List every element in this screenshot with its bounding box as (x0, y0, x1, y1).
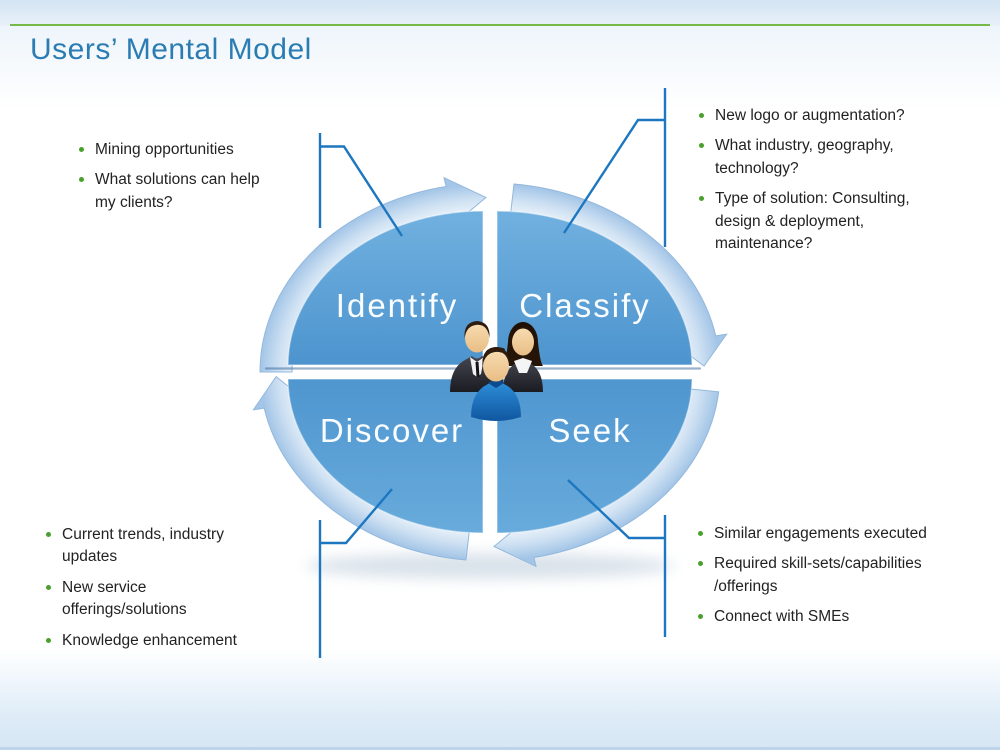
connector-bottom-right (567, 479, 667, 637)
list-item: Mining opportunities (79, 139, 264, 161)
bullet-icon (79, 147, 84, 152)
connector-top-right (562, 88, 667, 247)
list-item: Connect with SMEs (698, 606, 960, 628)
label-classify: Classify (519, 287, 651, 324)
list-item: Current trends, industry updates (46, 524, 246, 569)
callout-text: Required skill-sets/capabilities /offeri… (714, 555, 922, 595)
quadrant-discover (287, 378, 484, 534)
callout-bottom-right: Similar engagements executed Required sk… (698, 523, 960, 637)
callout-text: New service offerings/solutions (62, 578, 187, 619)
callout-bottom-left: Current trends, industry updates New ser… (46, 524, 246, 660)
label-seek: Seek (548, 412, 631, 449)
list-item: New service offerings/solutions (46, 577, 246, 622)
page-title: Users’ Mental Model (30, 33, 312, 66)
list-item: What solutions can help my clients? (79, 169, 264, 214)
person-woman-icon (503, 322, 543, 392)
footer-gradient-band (0, 650, 1000, 750)
bullet-icon (46, 532, 51, 537)
bullet-icon (699, 113, 704, 118)
bullet-icon (698, 561, 703, 567)
header-fade (0, 26, 1000, 111)
list-item: Type of solution: Consulting, design & d… (699, 188, 947, 255)
connector-top-left (318, 133, 404, 237)
bullet-icon (699, 143, 704, 149)
quadrant-labels: Identify Classify Discover Seek (320, 287, 651, 449)
bullet-icon (79, 177, 84, 183)
callout-text: Knowledge enhancement (62, 631, 237, 649)
header-divider-line (10, 24, 990, 26)
list-item: What industry, geography, technology? (699, 135, 947, 180)
quadrant-seek (496, 378, 693, 534)
callout-text: What solutions can help my clients? (95, 171, 260, 211)
list-item: Similar engagements executed (698, 523, 960, 545)
footer-edge-line (0, 747, 1000, 750)
list-item: Knowledge enhancement (46, 630, 246, 652)
bullet-icon (699, 196, 704, 202)
callout-top-left: Mining opportunities What solutions can … (79, 139, 264, 222)
bullet-icon (46, 637, 51, 643)
diagram-shadow (305, 553, 675, 579)
bullet-icon (698, 531, 703, 536)
bullet-icon (698, 614, 703, 620)
person-front-icon (471, 347, 521, 421)
callout-text: Mining opportunities (95, 141, 234, 158)
list-item: Required skill-sets/capabilities /offeri… (698, 553, 960, 598)
list-item: New logo or augmentation? (699, 105, 947, 127)
callout-text: New logo or augmentation? (715, 107, 905, 124)
callout-top-right: New logo or augmentation? What industry,… (699, 105, 947, 264)
quadrants (287, 210, 693, 534)
callout-text: Similar engagements executed (714, 525, 927, 542)
callout-text: Current trends, industry updates (62, 526, 224, 566)
callout-connectors (318, 88, 667, 658)
callout-text: Type of solution: Consulting, design & d… (715, 190, 910, 253)
callout-text: Connect with SMEs (714, 608, 850, 626)
callout-text: What industry, geography, technology? (715, 137, 894, 177)
bullet-icon (46, 584, 51, 590)
label-discover: Discover (320, 412, 464, 449)
people-group-icon (450, 321, 543, 421)
quadrant-classify (496, 210, 693, 366)
label-identify: Identify (336, 287, 458, 324)
connector-bottom-left (318, 488, 393, 658)
quadrant-identify (287, 210, 484, 366)
header-gradient-band (0, 0, 1000, 26)
